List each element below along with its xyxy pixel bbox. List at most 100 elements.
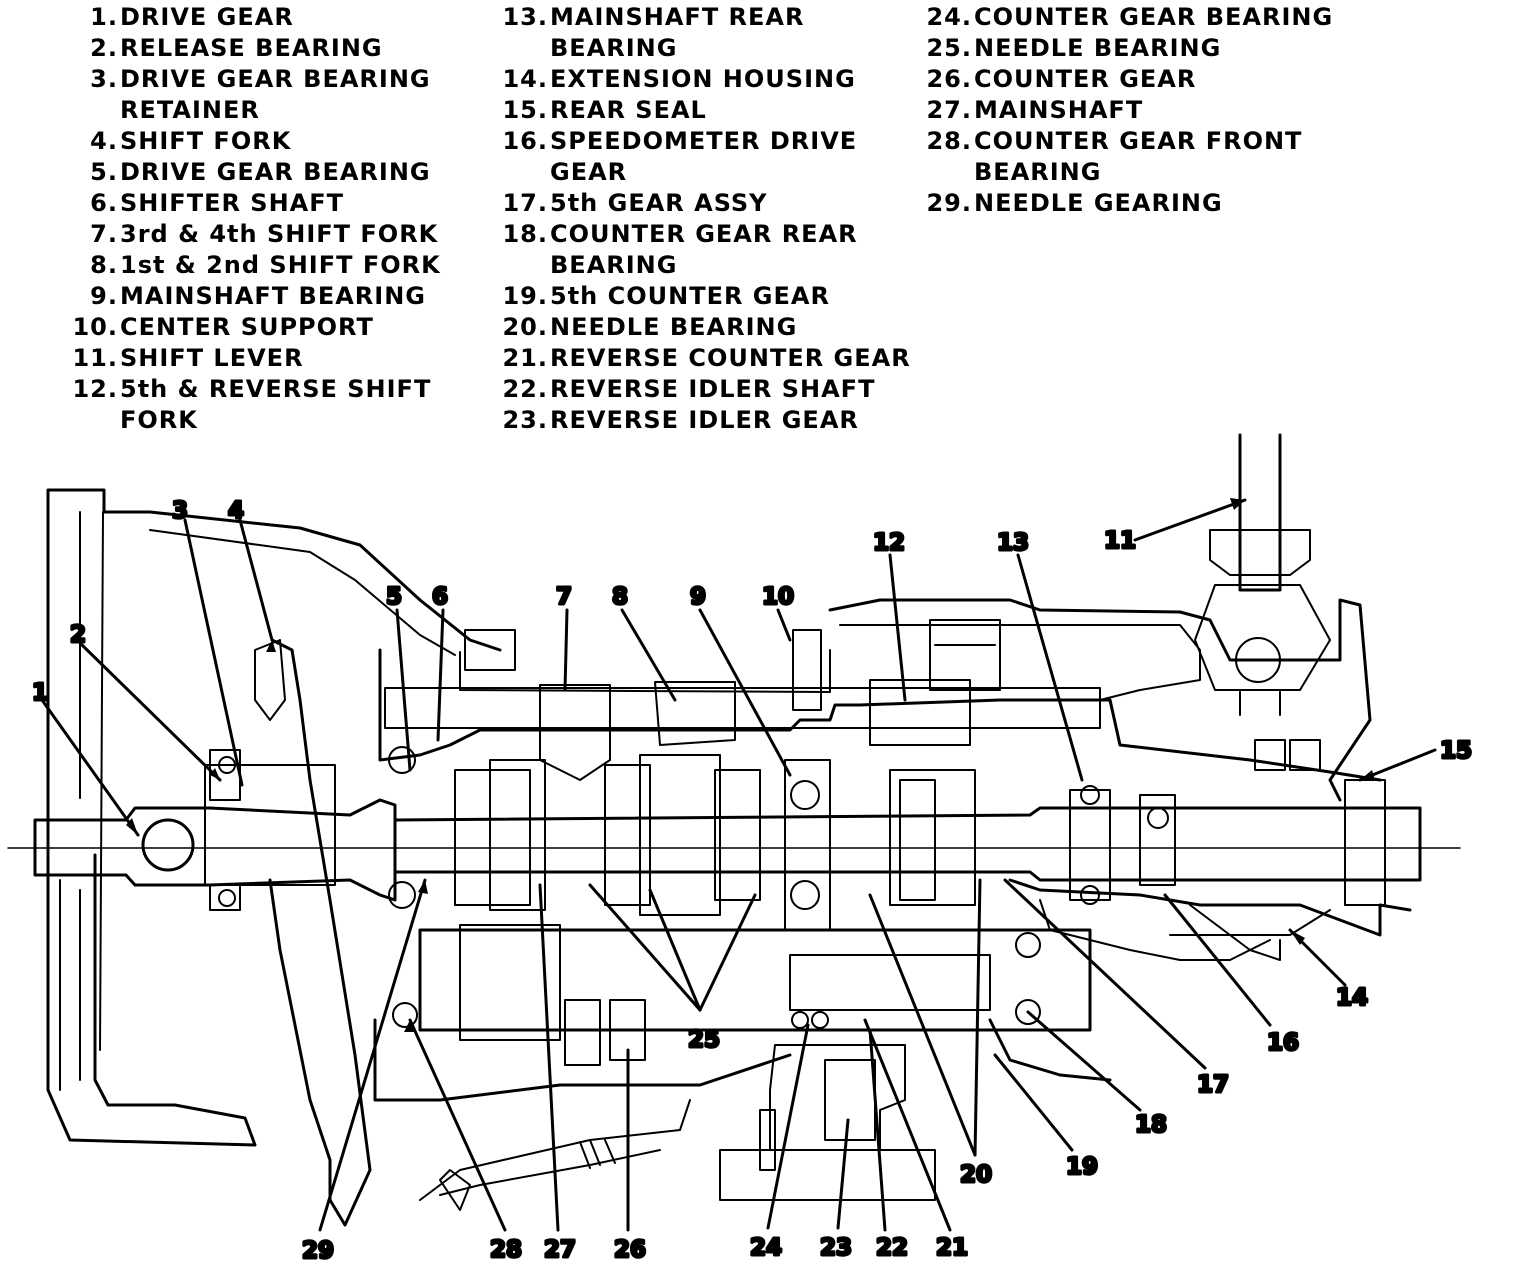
legend-item-number: 23. (502, 406, 548, 434)
legend-item-number: 14. (502, 65, 548, 93)
legend-item-label: SHIFT LEVER (120, 344, 304, 372)
callout-29: 29 (302, 1238, 334, 1264)
shifter-shaft (384, 687, 1101, 729)
legend-item-label: EXTENSION HOUSING (550, 65, 856, 93)
legend-item-number: 26. (926, 65, 972, 93)
legend-item-number: 25. (926, 34, 972, 62)
top-cover (828, 598, 1372, 802)
legend-item-label: RETAINER (120, 96, 260, 124)
input-shaft (33, 798, 397, 902)
legend-item-label: 5th & REVERSE SHIFT (120, 375, 432, 403)
legend-item-number: 1. (90, 3, 118, 31)
legend-item-label: DRIVE GEAR BEARING (120, 158, 431, 186)
callout-4: 4 (228, 498, 244, 524)
callout-10: 10 (762, 584, 794, 610)
legend-item-label: 5th COUNTER GEAR (550, 282, 830, 310)
legend-item-number: 15. (502, 96, 548, 124)
reverse-idler-gear (824, 1059, 876, 1141)
legend-item-label: 5th GEAR ASSY (550, 189, 768, 217)
gear-2nd (604, 764, 651, 906)
callout-2: 2 (70, 622, 86, 648)
legend-item-label: NEEDLE BEARING (974, 34, 1222, 62)
mainshaft-bearing (790, 780, 820, 810)
legend-item-label: DRIVE GEAR BEARING (120, 65, 431, 93)
legend-item-number: 24. (926, 3, 972, 31)
housing-top-flange (149, 529, 456, 656)
legend-item-label: COUNTER GEAR REAR (550, 220, 858, 248)
legend-item-label: DRIVE GEAR (120, 3, 294, 31)
reverse-idler-housing (769, 1044, 906, 1151)
callout-17: 17 (1197, 1072, 1229, 1098)
callout-5: 5 (386, 584, 402, 610)
shift-lever-boot (1209, 529, 1311, 576)
callout-6: 6 (432, 584, 448, 610)
legend-item-label: MAINSHAFT BEARING (120, 282, 426, 310)
legend-item-number: 21. (502, 344, 548, 372)
legend-item-number: 9. (90, 282, 118, 310)
legend-item-label: RELEASE BEARING (120, 34, 383, 62)
fork-5-rev (869, 679, 971, 746)
callout-25: 25 (688, 1027, 720, 1053)
ext-bolt-b (1289, 739, 1321, 771)
legend-item-label: MAINSHAFT REAR (550, 3, 805, 31)
extension-housing (1008, 878, 1412, 937)
mainshaft-rear-seal (1344, 779, 1386, 906)
mainshaft (393, 806, 1422, 882)
callout-18: 18 (1135, 1112, 1167, 1138)
legend-item-label: NEEDLE GEARING (974, 189, 1223, 217)
legend-item-label: BEARING (550, 34, 678, 62)
callout-3: 3 (172, 498, 188, 524)
bell-housing-web (59, 511, 104, 1091)
legend-item-label: CENTER SUPPORT (120, 313, 374, 341)
speedo-gear (1139, 794, 1176, 886)
leader-lines (40, 498, 1437, 1232)
legend-item-number: 3. (90, 65, 118, 93)
counter-rear-bearing (1015, 999, 1041, 1025)
legend-item-number: 12. (72, 375, 118, 403)
callout-15: 15 (1440, 738, 1472, 764)
callout-13: 13 (997, 530, 1029, 556)
callout-23: 23 (820, 1235, 852, 1261)
legend-item-number: 2. (90, 34, 118, 62)
legend-item-number: 5. (90, 158, 118, 186)
legend-item-number: 8. (90, 251, 118, 279)
callout-11: 11 (1104, 528, 1136, 554)
callout-16: 16 (1267, 1030, 1299, 1056)
legend-item-label: SPEEDOMETER DRIVE (550, 127, 858, 155)
fork-mechanism (929, 619, 1001, 691)
legend-item-number: 11. (72, 344, 118, 372)
bell-housing (46, 488, 502, 1147)
callout-21: 21 (936, 1235, 968, 1261)
legend-item-number: 4. (90, 127, 118, 155)
callout-14: 14 (1336, 985, 1368, 1011)
legend-item-number: 19. (502, 282, 548, 310)
legend-item-number: 10. (72, 313, 118, 341)
callout-labels: 1 2 3 4 5 6 7 8 9 10 11 12 13 14 15 16 1… (31, 497, 1474, 1266)
legend-item-label: SHIFTER SHAFT (120, 189, 345, 217)
callout-12: 12 (873, 530, 905, 556)
legend-item-label: 1st & 2nd SHIFT FORK (120, 251, 441, 279)
fork-1-2 (654, 681, 736, 746)
callout-27: 27 (544, 1237, 576, 1263)
legend-item-label: REAR SEAL (550, 96, 707, 124)
legend-item-label: GEAR (550, 158, 628, 186)
legend-item-number: 7. (90, 220, 118, 248)
callout-26: 26 (614, 1237, 646, 1263)
legend-item-label: NEEDLE BEARING (550, 313, 798, 341)
legend-item-label: 3rd & 4th SHIFT FORK (120, 220, 439, 248)
legend-item-number: 18. (502, 220, 548, 248)
main-case (378, 648, 1382, 782)
legend-item-number: 16. (502, 127, 548, 155)
legend-item-label: SHIFT FORK (120, 127, 292, 155)
gear-1st (714, 769, 761, 901)
callout-8: 8 (612, 584, 628, 610)
legend-item-number: 13. (502, 3, 548, 31)
callout-7: 7 (556, 584, 572, 610)
legend-item-number: 28. (926, 127, 972, 155)
legend-item-number: 20. (502, 313, 548, 341)
legend-item-label: REVERSE IDLER SHAFT (550, 375, 876, 403)
legend-item-number: 27. (926, 96, 972, 124)
legend-item-number: 6. (90, 189, 118, 217)
release-fork (268, 638, 372, 1227)
fork-3-4 (539, 684, 611, 781)
